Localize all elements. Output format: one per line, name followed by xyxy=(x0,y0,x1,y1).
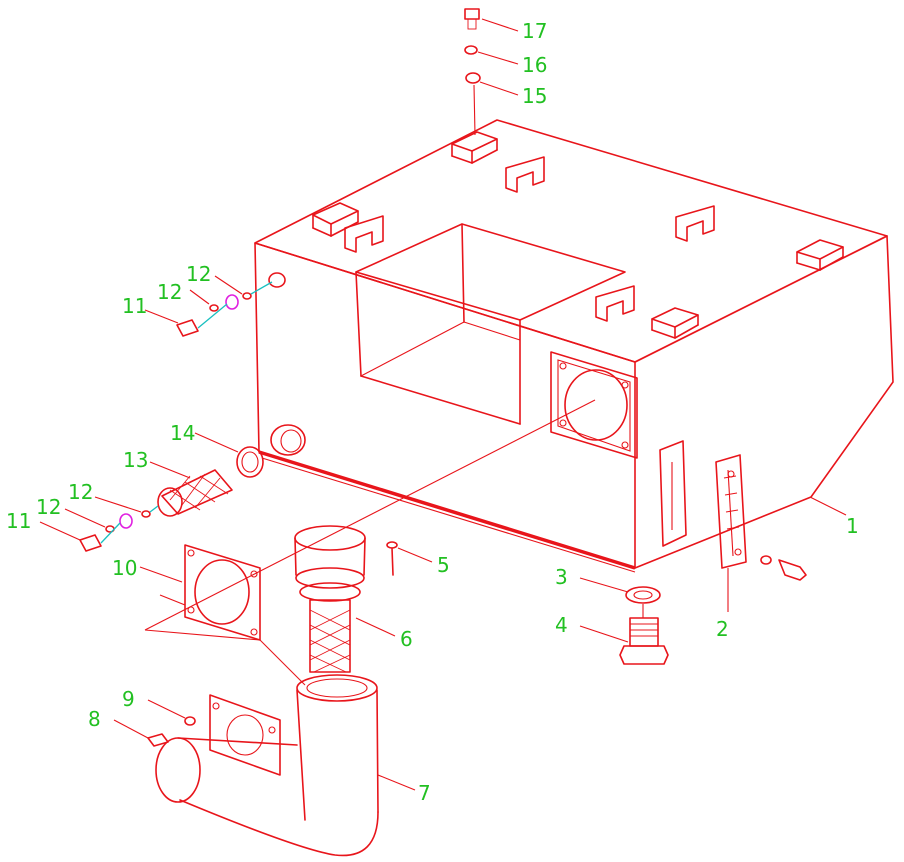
callout-12-lower-right: 12 xyxy=(68,480,93,504)
callout-12-lower-left: 12 xyxy=(36,495,61,519)
small-screw xyxy=(386,541,398,576)
callout-5: 5 xyxy=(437,553,450,577)
callout-17: 17 xyxy=(522,19,547,43)
drain-plug xyxy=(619,586,669,665)
tank-body xyxy=(254,119,894,573)
callout-12-upper-left: 12 xyxy=(157,280,182,304)
callout-4: 4 xyxy=(555,613,568,637)
callout-6: 6 xyxy=(400,627,413,651)
top-bolt-stack xyxy=(464,8,481,136)
lower-fitting-set xyxy=(79,505,159,552)
leader-lines xyxy=(39,18,847,791)
callout-9: 9 xyxy=(122,687,135,711)
callout-13: 13 xyxy=(123,448,148,472)
callout-12-upper-right: 12 xyxy=(186,262,211,286)
air-breather-assembly xyxy=(157,446,264,517)
callout-10: 10 xyxy=(112,556,137,580)
callout-2: 2 xyxy=(716,617,729,641)
suction-filter xyxy=(294,525,366,673)
callout-7: 7 xyxy=(418,781,431,805)
pipe-elbow xyxy=(155,674,379,857)
callout-3: 3 xyxy=(555,565,568,589)
callout-8: 8 xyxy=(88,707,101,731)
upper-fitting-set xyxy=(176,281,273,337)
callout-1: 1 xyxy=(846,514,859,538)
callout-11-upper: 11 xyxy=(122,294,147,318)
callout-11-lower: 11 xyxy=(6,509,31,533)
callout-labels: 1 2 3 4 5 6 7 8 9 10 11 11 12 12 12 12 1… xyxy=(6,19,859,805)
callout-14: 14 xyxy=(170,421,195,445)
gasket xyxy=(144,544,261,641)
callout-15: 15 xyxy=(522,84,547,108)
level-gauge xyxy=(715,454,807,581)
callout-16: 16 xyxy=(522,53,547,77)
assembly-guide-lines xyxy=(144,399,596,686)
bolt-and-washer-8-9 xyxy=(147,716,196,747)
